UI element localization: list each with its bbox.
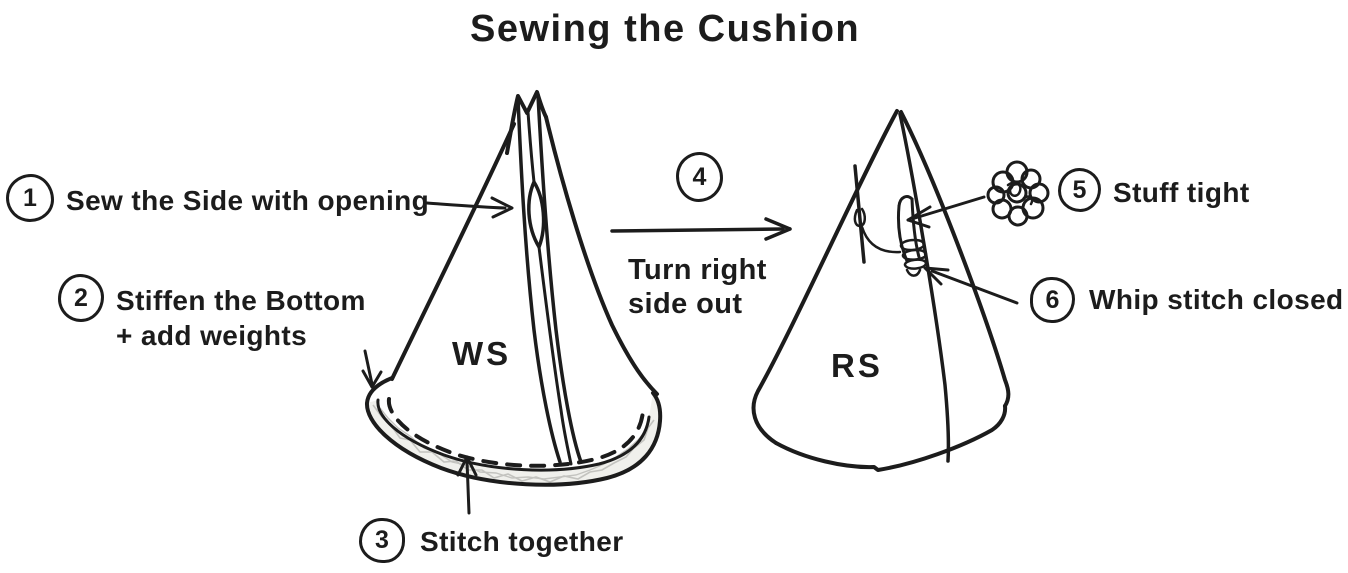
step2-label-line1: Stiffen the Bottom xyxy=(116,285,366,316)
step6-arrow xyxy=(923,266,1019,305)
step4-label-line2: side out xyxy=(628,288,743,320)
right-cone-bottom-edge xyxy=(774,404,1008,472)
left-cone-side-label: WS xyxy=(452,335,512,372)
step1-number: 1 xyxy=(23,183,37,212)
left-cone-right-edge xyxy=(544,115,659,396)
step6-label: Whip stitch closed xyxy=(1089,284,1344,315)
seam-line xyxy=(516,96,562,464)
step1-arrow xyxy=(425,196,514,219)
left-cone xyxy=(361,90,663,515)
seam-line xyxy=(537,245,573,466)
step2-label-line2: + add weights xyxy=(116,320,308,351)
right-cone-right-edge xyxy=(899,110,1011,408)
step4-arrow xyxy=(610,217,792,241)
step4-label: Turn right side out xyxy=(628,253,767,321)
step5-number-badge: 5 xyxy=(1058,168,1101,212)
base-outer-rim xyxy=(364,376,663,487)
step2-number: 2 xyxy=(74,283,88,312)
step5-number: 5 xyxy=(1072,175,1087,204)
step3-arrow xyxy=(456,455,478,515)
step2-arrow xyxy=(361,349,383,389)
seam-line xyxy=(536,93,583,464)
step1-label: Sew the Side with opening xyxy=(66,185,430,216)
seam-opening xyxy=(527,180,546,249)
step2-number-badge: 2 xyxy=(58,274,104,322)
step3-number-badge: 3 xyxy=(359,518,405,563)
stuffing-ball-icon xyxy=(986,160,1050,227)
step2-label: Stiffen the Bottom + add weights xyxy=(116,283,366,353)
step5-label: Stuff tight xyxy=(1113,177,1250,208)
seam-line xyxy=(526,110,536,184)
step5-arrow xyxy=(906,195,986,229)
step1-number-badge: 1 xyxy=(6,174,54,222)
diagram-title: Sewing the Cushion xyxy=(470,8,861,50)
stitch-dashed-line xyxy=(386,397,645,468)
step6-number: 6 xyxy=(1045,285,1060,314)
needle-icon xyxy=(853,164,866,264)
right-cone-side-label: RS xyxy=(831,347,883,384)
right-cone-left-edge xyxy=(751,109,899,445)
step4-label-line1: Turn right xyxy=(628,254,767,286)
step3-label: Stitch together xyxy=(420,526,624,557)
base-inner-rim xyxy=(376,398,651,472)
base-band xyxy=(366,393,661,485)
step3-number: 3 xyxy=(375,526,389,554)
step4-number-badge: 4 xyxy=(676,152,723,202)
thread-icon xyxy=(860,225,902,254)
step4-number: 4 xyxy=(692,162,707,191)
whip-stitch-icon xyxy=(897,195,928,277)
right-cone xyxy=(751,109,1050,472)
right-cone-seam xyxy=(898,112,951,463)
step6-number-badge: 6 xyxy=(1030,277,1075,323)
left-cone-left-edge xyxy=(390,122,516,381)
